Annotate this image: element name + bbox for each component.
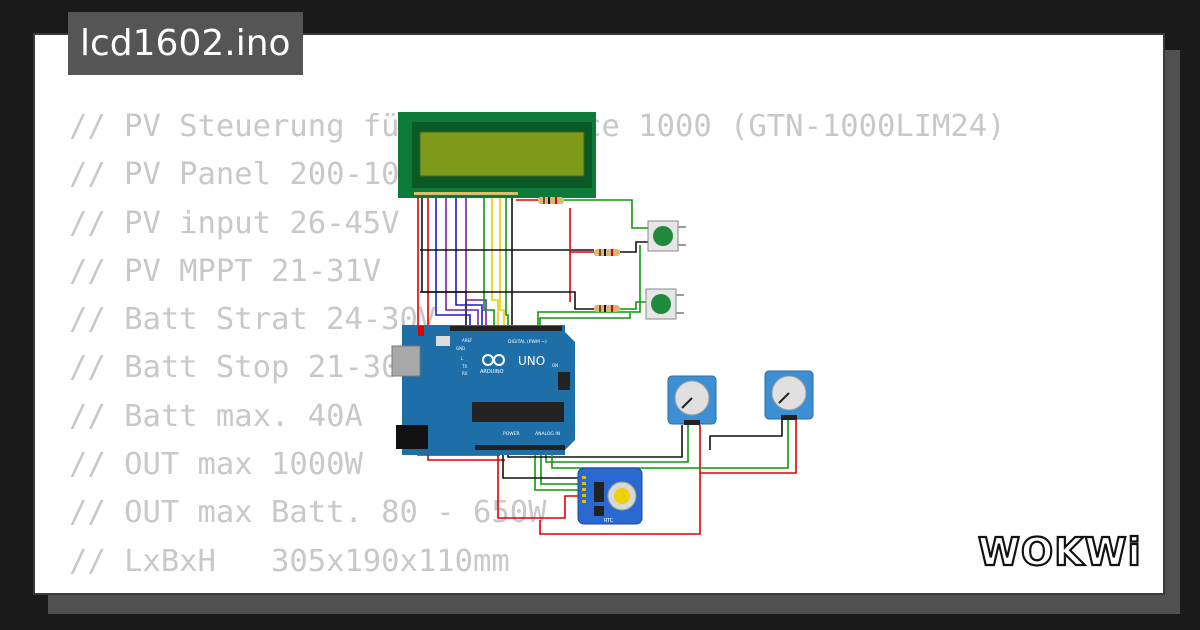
wire-green-btn2-arduino	[539, 313, 631, 325]
code-line: // Batt Strat 24-30V	[69, 302, 437, 338]
wire-green-btn2	[620, 301, 648, 310]
arduino-logo-text: UNO	[518, 354, 545, 368]
wokwi-logo-icon: WOKWi	[977, 529, 1142, 575]
wire-black-rtc-gnd	[502, 452, 578, 479]
l-label: L	[461, 356, 464, 361]
wire-black-btn2	[420, 291, 594, 310]
tx-label: TX	[461, 364, 467, 369]
atmega-chip	[472, 402, 564, 422]
resistor-3	[594, 305, 620, 312]
code-line: // Batt max. 40A	[69, 398, 363, 434]
arduino-board	[402, 325, 575, 455]
lcd-pins	[414, 192, 518, 195]
digital-label: DIGITAL (PWM ~)	[508, 339, 547, 345]
wire-green-btn1-arduino	[537, 245, 641, 325]
wire-red-rtc-vcc	[497, 452, 578, 519]
power-label: POWER	[503, 431, 520, 437]
wire-purple-lcd-d5	[465, 196, 487, 325]
code-line: // PV MPPT 21-31V	[69, 253, 382, 289]
arduino-subtitle: ARDUINO	[480, 369, 504, 375]
analog-label: ANALOG IN	[535, 431, 560, 437]
rtc-label: RTC	[604, 518, 614, 524]
wire-green-resistor-btn	[564, 199, 650, 229]
wire-green-lcd-d6	[483, 196, 495, 325]
gnd-label: GND	[456, 346, 465, 351]
wire-blue-lcd-rs	[435, 196, 471, 325]
usb-port	[391, 345, 421, 377]
wire-yellow-lcd-bl	[499, 196, 505, 325]
wire-black-pot2-gnd	[709, 420, 783, 450]
arduino-infinity-icon	[482, 354, 505, 366]
code-line: // LxBxH 305x190x110mm	[69, 543, 510, 579]
icsp-header	[558, 372, 570, 390]
aref-label: AREF	[462, 338, 473, 343]
push-button-2[interactable]	[645, 288, 684, 320]
lcd-1602[interactable]	[398, 112, 596, 198]
potentiometer-1[interactable]	[667, 375, 717, 425]
wire-red-pot1-vcc	[539, 425, 701, 535]
wire-red-pot2-vcc	[700, 420, 797, 474]
code-line: // OUT max Batt. 80 - 650W	[69, 495, 547, 531]
wire-green-lcd-d7b	[505, 196, 509, 325]
wire-green-rtc-scl	[540, 452, 578, 485]
wire-red-lcd-vo	[427, 196, 505, 461]
push-button-1[interactable]	[647, 220, 686, 252]
code-card: // PV Steuerung für Soyosource 1000 (GTN…	[33, 33, 1165, 595]
wire-yellow-lcd-d7	[491, 196, 499, 325]
rx-label: RX	[462, 371, 468, 376]
wire-purple-lcd-e	[445, 196, 479, 325]
wire-green-pot2-sig	[551, 420, 789, 469]
wire-green-rtc-sda	[534, 452, 578, 491]
code-line: // OUT max 1000W	[69, 447, 363, 483]
resistor-1	[538, 197, 564, 204]
potentiometer-2[interactable]	[764, 370, 814, 420]
file-title[interactable]: lcd1602.ino	[68, 12, 303, 75]
lcd-screen	[419, 131, 585, 177]
digital-header	[450, 326, 562, 331]
rtc-module[interactable]: RTC	[577, 467, 643, 525]
resistor-2	[594, 249, 620, 256]
wire-black-btn1b	[620, 241, 650, 253]
code-line: // PV input 26-45V	[69, 205, 400, 241]
reset-button	[418, 326, 424, 336]
led-block	[436, 336, 450, 346]
wokwi-logo-text: WOKWi	[978, 530, 1142, 574]
wire-blue-lcd-d4	[455, 196, 483, 325]
on-label: ON	[552, 363, 558, 368]
analog-header	[475, 445, 565, 450]
code-block: // PV Steuerung für Soyosource 1000 (GTN…	[69, 103, 1006, 586]
power-jack	[396, 425, 428, 449]
arduino-uno[interactable]: UNO ARDUINO DIGITAL (PWM ~) POWER ANALOG…	[391, 325, 575, 455]
